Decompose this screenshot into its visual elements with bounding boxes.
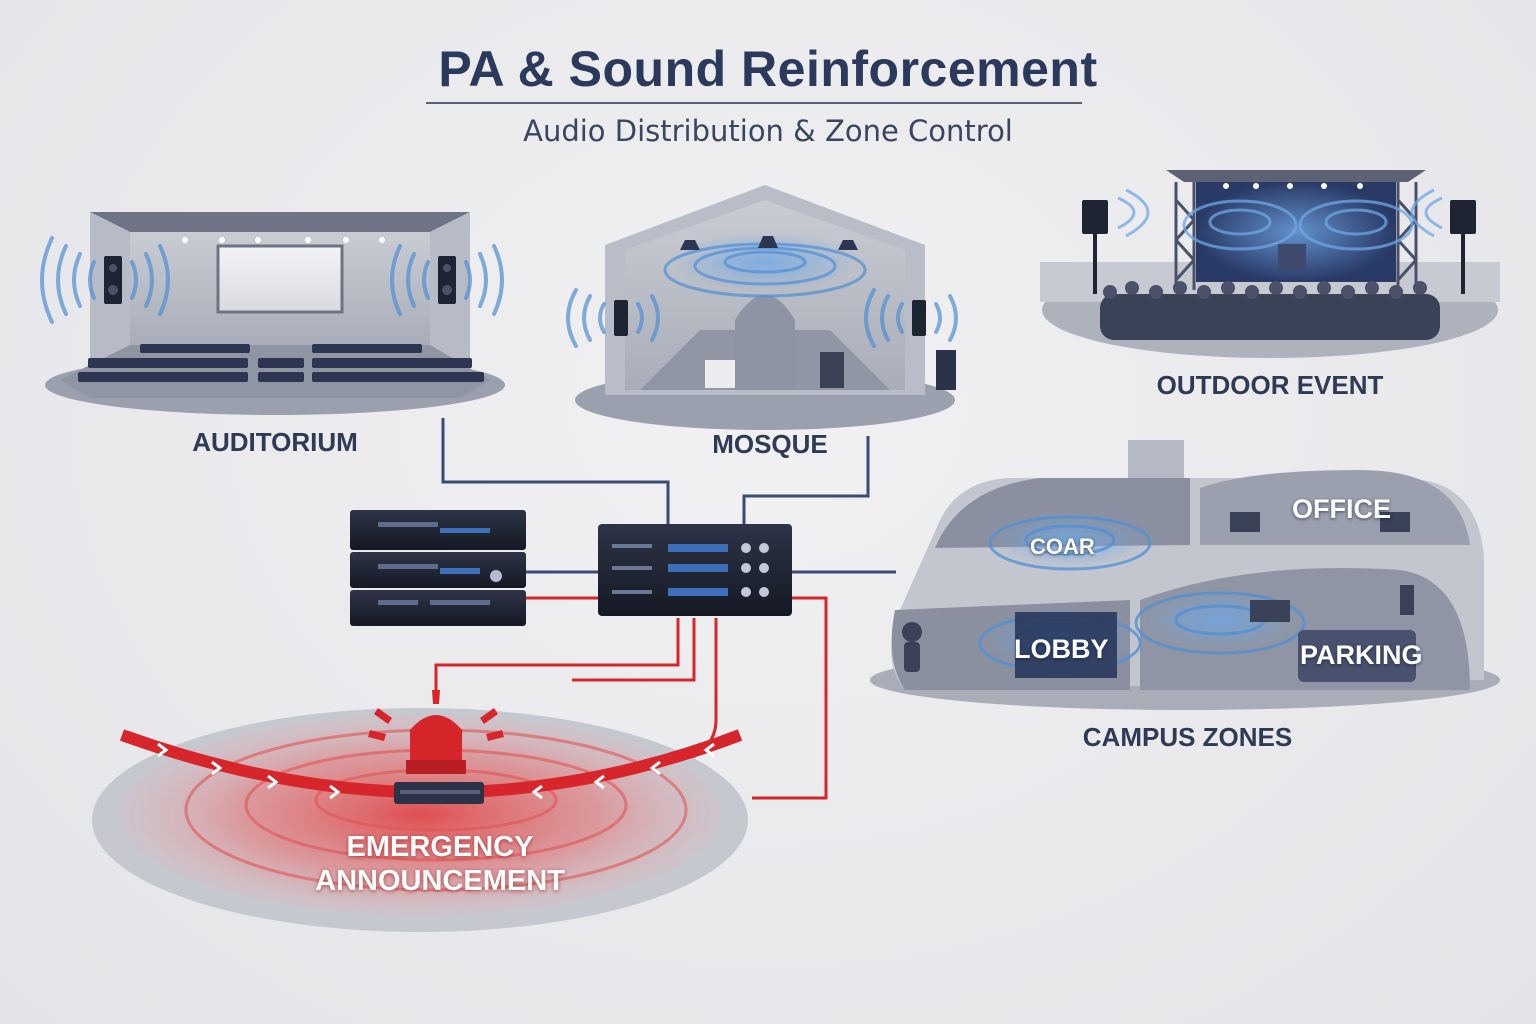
stage-light-icon [182, 237, 385, 243]
sound-waves [40, 236, 504, 324]
label-outdoor-event: OUTDOOR EVENT [1156, 370, 1384, 400]
rack-amplifier-icon [350, 510, 526, 626]
speaker-icon [1082, 200, 1108, 294]
crowd [1100, 294, 1440, 340]
speaker-icon [104, 256, 122, 304]
label-campus-zones: CAMPUS ZONES [1082, 722, 1293, 752]
mihrab-arch [735, 295, 795, 390]
label-office: OFFICE [1292, 494, 1391, 524]
label-mosque: MOSQUE [712, 429, 828, 459]
outdoor-scene [1040, 170, 1500, 358]
label-emergency: EMERGENCY [346, 831, 534, 863]
stage-truss [1174, 182, 1418, 290]
siren-icon [368, 690, 504, 804]
seating-rows [78, 344, 484, 382]
label-lobby: LOBBY [1014, 634, 1109, 664]
mosque-scene [566, 185, 958, 430]
campus-scene [870, 440, 1500, 710]
label-auditorium: AUDITORIUM [192, 427, 358, 457]
audio-connections [441, 418, 896, 574]
label-coar: COAR [1030, 534, 1095, 559]
auditorium-scene [40, 212, 505, 415]
speaker-icon [438, 256, 456, 304]
ceiling-light-icon [680, 236, 858, 250]
page-subtitle: Audio Distribution & Zone Control [523, 114, 1013, 148]
mosque-link [742, 436, 870, 524]
label-announcement: ANNOUNCEMENT [315, 865, 565, 897]
speaker-icon [614, 300, 628, 336]
speaker-icon [912, 300, 926, 336]
speaker-icon [1450, 200, 1476, 294]
emergency-scene [92, 690, 748, 932]
rack-amplifier-icon [598, 524, 792, 616]
label-parking: PARKING [1300, 640, 1423, 670]
page-title: PA & Sound Reinforcement [438, 41, 1098, 97]
auditorium-link [441, 418, 670, 524]
title-divider [426, 102, 1082, 104]
